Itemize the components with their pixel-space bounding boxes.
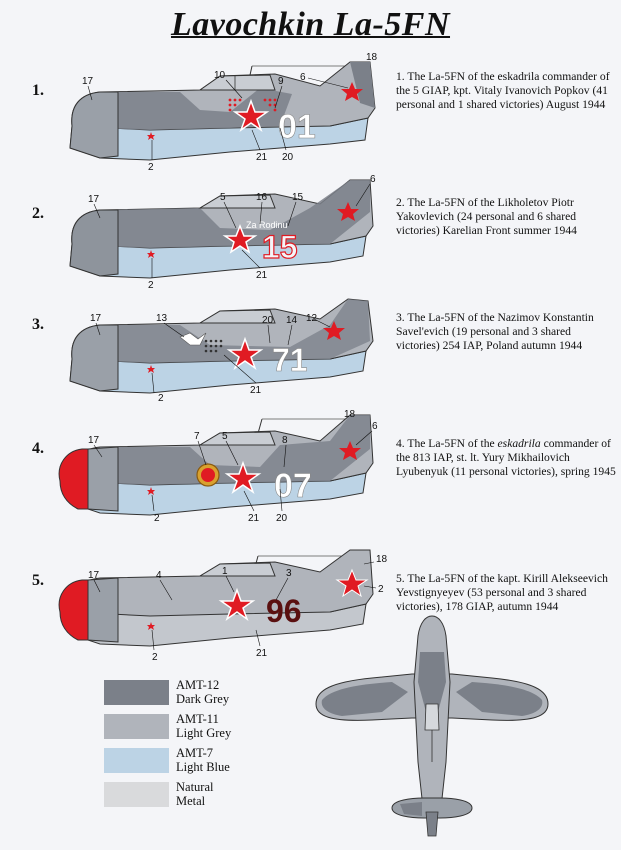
profile-caption: 2. The La-5FN of the Likholetov Piotr Ya… [396,196,577,237]
profile-caption: 3. The La-5FN of the Nazimov Konstantin … [396,311,594,352]
svg-text:21: 21 [250,385,262,396]
svg-text:2: 2 [148,280,154,291]
profile-number: 1. [32,82,44,99]
svg-text:17: 17 [90,313,102,324]
legend-label: AMT-12 Dark Grey [176,678,230,706]
svg-text:2: 2 [154,513,160,524]
callouts: 17 7 5 8 18 6 2 21 20 [88,409,378,524]
legend-label: Natural Metal [176,780,214,808]
svg-text:10: 10 [214,70,226,81]
svg-text:3: 3 [286,568,292,579]
callouts: 17 4 1 3 18 2 2 21 [88,554,388,663]
svg-text:18: 18 [376,554,388,565]
svg-text:20: 20 [262,315,274,326]
profile-number: 2. [32,205,44,222]
profile-number: 4. [32,440,44,457]
svg-text:7: 7 [194,431,200,442]
page-title: Lavochkin La-5FN [170,6,451,43]
tail-code: 15 [262,229,298,265]
svg-text:2: 2 [152,652,158,663]
svg-text:8: 8 [282,435,288,446]
svg-text:21: 21 [256,270,268,281]
svg-text:12: 12 [306,313,318,324]
color-swatch [104,782,169,807]
color-swatch [104,714,169,739]
svg-text:5: 5 [222,431,228,442]
svg-text:17: 17 [88,194,100,205]
profile-number: 3. [32,316,44,333]
svg-text:6: 6 [370,174,376,185]
caption-text: commander of the 813 IAP, st. lt. Yury M… [396,437,616,478]
svg-text:21: 21 [256,152,268,163]
svg-text:5: 5 [220,192,226,203]
legend-label: AMT-11 Light Grey [176,712,232,740]
svg-text:6: 6 [372,421,378,432]
callouts: 17 5 16 15 6 2 21 [88,174,376,291]
svg-text:21: 21 [248,513,260,524]
svg-text:4: 4 [156,570,162,581]
svg-text:1: 1 [222,566,228,577]
color-swatch [104,748,169,773]
svg-text:15: 15 [292,192,304,203]
aircraft-profile-5: 96 17 4 1 3 18 2 2 21 [58,549,388,663]
tail-code: 71 [272,342,308,378]
svg-text:Za Rodinu: Za Rodinu [246,220,288,230]
aircraft-top-view [315,615,549,837]
svg-text:2: 2 [378,584,384,595]
svg-text:18: 18 [344,409,356,420]
tail-code: 07 [274,467,312,505]
profile-number: 5. [32,572,44,589]
tail-code: 01 [278,108,316,146]
callouts: 17 13 20 14 12 2 21 [90,313,331,404]
aircraft-profile-3: 71 17 13 20 14 12 2 21 [69,298,374,404]
svg-text:18: 18 [366,52,378,63]
svg-text:9: 9 [278,76,284,87]
aircraft-profile-4: 07 17 7 5 8 18 6 2 21 20 [58,409,378,524]
caption-italic-text: eskadrila [497,437,541,450]
color-swatch [104,680,169,705]
svg-text:20: 20 [276,513,288,524]
svg-text:21: 21 [256,648,268,659]
svg-text:17: 17 [82,76,94,87]
svg-text:20: 20 [282,152,294,163]
svg-text:2: 2 [158,393,164,404]
svg-text:13: 13 [156,313,168,324]
callouts: 17 10 9 6 18 2 21 20 [82,52,378,173]
svg-text:6: 6 [300,72,306,83]
profile-caption: 5. The La-5FN of the kapt. Kirill Alekse… [396,572,608,613]
profile-caption: 4. The La-5FN of the eskadrila commander… [396,437,616,479]
svg-text:16: 16 [256,192,268,203]
svg-text:17: 17 [88,570,100,581]
caption-text: 4. The La-5FN of the [396,437,498,450]
tail-code: 96 [266,593,302,629]
aircraft-profile-1: 01 17 10 9 6 18 2 21 20 [69,52,378,173]
legend-label: AMT-7 Light Blue [176,746,230,774]
aircraft-profile-2: Za Rodinu 15 17 5 16 15 6 2 21 [69,174,376,291]
profile-caption: 1. The La-5FN of the eskadrila commander… [396,70,610,111]
svg-text:14: 14 [286,315,298,326]
svg-text:17: 17 [88,435,100,446]
svg-text:2: 2 [148,162,154,173]
